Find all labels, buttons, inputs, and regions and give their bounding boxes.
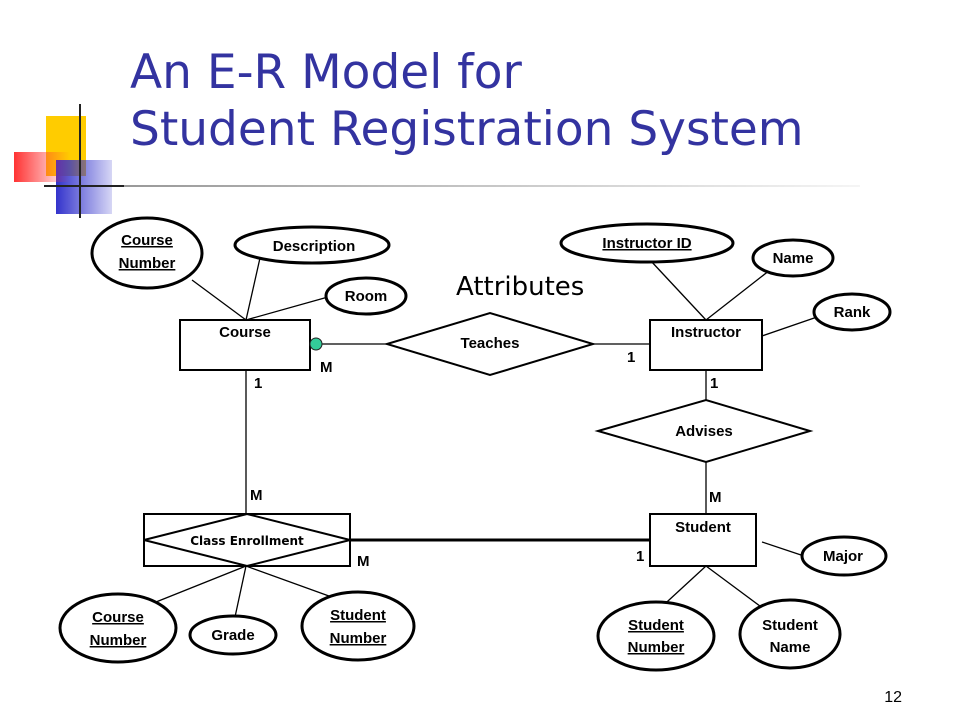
attr-instructor-id[interactable]: Instructor ID [559,222,735,264]
attr-student-number-line1: Student [628,617,684,634]
entity-student-label: Student [675,519,731,536]
attr-grade[interactable]: Grade [188,614,278,656]
attr-name-label: Name [773,250,814,267]
cardinality-instructor-teaches: 1 [627,349,635,366]
cardinality-student-enrollment: 1 [636,548,644,565]
attr-course-number-line1: Course [121,232,173,249]
attr-course-number[interactable]: Course Number [90,216,204,290]
cardinality-course-teaches: M [320,359,333,376]
slide-title: An E-R Model for Student Registration Sy… [130,44,804,158]
connector-handle[interactable] [309,337,323,351]
attr-enroll-course-number-line1: Course [92,609,144,626]
attr-description-label: Description [273,238,356,255]
attr-major[interactable]: Major [800,535,888,577]
cardinality-course-enrollment: 1 [254,375,262,392]
attr-student-number-line2: Number [628,639,685,656]
cardinality-enrollment-course: M [250,487,263,504]
attr-description[interactable]: Description [233,225,391,265]
relationship-advises-label: Advises [675,423,733,440]
attr-student-name-line2: Name [770,639,811,656]
entity-instructor[interactable]: Instructor [649,319,763,371]
attr-room-label: Room [345,288,388,305]
attr-room[interactable]: Room [324,276,408,316]
entity-class-enrollment-label: Class Enrollment [190,534,304,548]
attr-enroll-course-number-line2: Number [90,632,147,649]
attributes-annotation: Attributes [456,272,584,302]
attr-enroll-student-number-line2: Number [330,630,387,647]
entity-instructor-label: Instructor [671,324,741,341]
entity-course-label: Course [219,324,271,341]
attr-rank[interactable]: Rank [812,292,892,332]
relationship-teaches-label: Teaches [461,335,520,352]
attr-major-label: Major [823,548,863,565]
attr-enroll-student-number-line1: Student [330,607,386,624]
cardinality-instructor-advises: 1 [710,375,718,392]
title-line-1: An E-R Model for [130,45,522,100]
title-line-2: Student Registration System [130,102,804,157]
attr-instructor-id-label: Instructor ID [602,235,691,252]
cardinality-student-advises: M [709,489,722,506]
attr-enroll-student-number[interactable]: Student Number [300,590,416,662]
attr-enroll-course-number[interactable]: Course Number [58,592,178,664]
relationship-teaches[interactable]: Teaches [383,311,597,377]
page-number: 12 [884,689,902,706]
attr-course-number-line2: Number [119,255,176,272]
entity-class-enrollment[interactable]: Class Enrollment [143,512,351,568]
attr-grade-label: Grade [211,627,254,644]
cardinality-enrollment-student: M [357,553,370,570]
attr-student-number[interactable]: Student Number [596,600,716,672]
attr-student-name-line1: Student [762,617,818,634]
entity-course[interactable]: Course [179,319,311,371]
connector-lines [155,257,821,618]
entity-student[interactable]: Student [649,513,757,567]
cardinality-labels: M 1 1 1 M M M 1 [250,349,722,570]
attr-rank-label: Rank [834,304,871,321]
attr-name[interactable]: Name [751,238,835,278]
title-decoration [14,104,860,218]
attr-student-name[interactable]: Student Name [738,598,842,670]
relationship-advises[interactable]: Advises [594,398,814,464]
